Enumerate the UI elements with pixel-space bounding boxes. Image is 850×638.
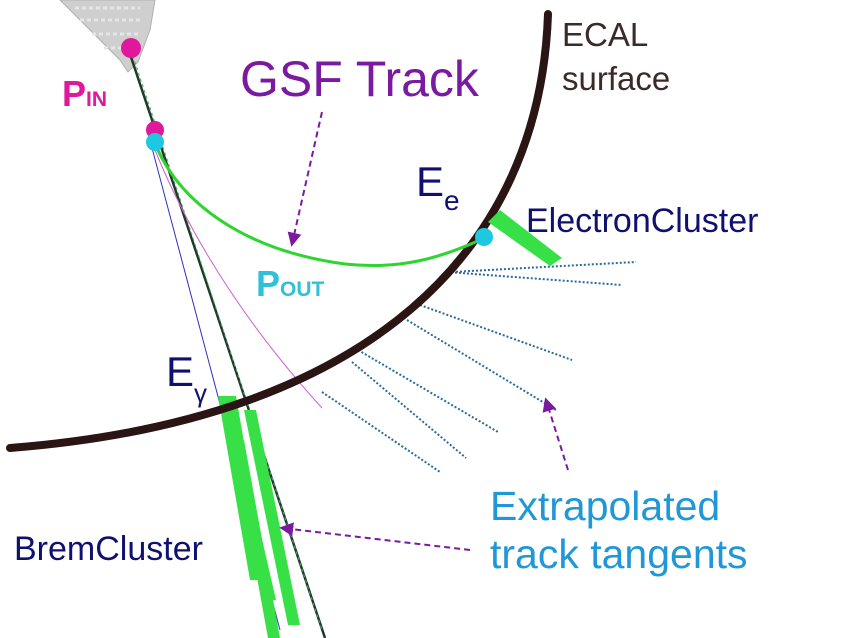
gsf-track-label: GSF Track — [240, 51, 480, 107]
e-gamma-label: Eγ — [166, 348, 207, 408]
track-tangents — [321, 261, 637, 473]
ecal-label-line2: surface — [562, 60, 670, 97]
p-out-label: POUT — [256, 263, 325, 304]
helix-thin — [154, 149, 323, 409]
p-in-marker — [121, 38, 141, 58]
ecal-surface-arc — [6, 10, 552, 452]
brem-cluster-shape — [218, 396, 300, 638]
beam-pipe-region — [59, 0, 156, 73]
p-in-label: PIN — [62, 73, 107, 114]
gsf-track-curve — [155, 147, 481, 268]
beam-pipe-texture — [75, 6, 142, 50]
tangents-label-line1: Extrapolated — [490, 483, 720, 529]
gsf-arrow — [287, 111, 323, 247]
electron-cluster-label: ElectronCluster — [526, 202, 758, 240]
e-e-label: Ee — [416, 158, 460, 216]
electron-cluster-marker — [475, 228, 493, 246]
ecal-label-line1: ECAL — [562, 16, 648, 53]
tangents-arrow — [542, 397, 569, 471]
electron-cluster-shape — [488, 210, 562, 266]
p-vertex-cyan-marker — [146, 133, 164, 151]
brem-arrow — [279, 522, 471, 551]
brem-cluster-label: BremCluster — [14, 530, 203, 568]
tangents-label-line2: track tangents — [490, 531, 748, 577]
